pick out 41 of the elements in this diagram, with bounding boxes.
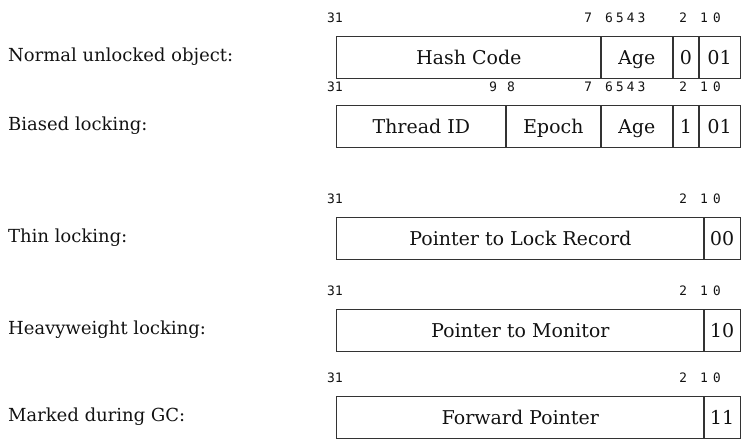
bit-number: 7 [584, 11, 592, 26]
bit-field: 01 [698, 36, 741, 79]
bit-number: 8 [507, 80, 515, 95]
bit-field: 0 [672, 36, 700, 79]
bit-number: 31 [327, 371, 343, 386]
bit-field: 11 [703, 396, 741, 439]
bit-field: Hash Code [336, 36, 602, 79]
bit-field: 1 [672, 105, 700, 148]
bit-number: 10 [700, 11, 726, 26]
bit-number: 7 [584, 80, 592, 95]
bit-number: 31 [327, 192, 343, 207]
bit-number: 10 [700, 80, 726, 95]
bit-number: 10 [700, 284, 726, 299]
bit-number: 10 [700, 371, 726, 386]
bit-number: 2 [679, 192, 687, 207]
bit-field: Pointer to Lock Record [336, 217, 704, 260]
bit-field: 10 [703, 309, 741, 352]
bit-field: Forward Pointer [336, 396, 704, 439]
bit-field: Pointer to Monitor [336, 309, 704, 352]
bit-number: 2 [679, 80, 687, 95]
bit-field: Age [600, 105, 674, 148]
bit-field: Age [600, 36, 674, 79]
bit-number: 6543 [605, 80, 648, 95]
bit-number: 2 [679, 371, 687, 386]
row-label: Marked during GC: [8, 405, 186, 426]
bit-number: 6543 [605, 11, 648, 26]
bit-number: 2 [679, 284, 687, 299]
bit-number: 31 [327, 284, 343, 299]
bit-number: 10 [700, 192, 726, 207]
bit-field: Epoch [505, 105, 602, 148]
row-label: Heavyweight locking: [8, 318, 206, 339]
bit-field: 00 [703, 217, 741, 260]
bit-number: 2 [679, 11, 687, 26]
row-label: Thin locking: [8, 226, 128, 247]
bit-number: 31 [327, 11, 343, 26]
bit-number: 31 [327, 80, 343, 95]
bit-number: 9 [489, 80, 497, 95]
row-label: Biased locking: [8, 114, 148, 135]
row-label: Normal unlocked object: [8, 45, 234, 66]
bit-field: Thread ID [336, 105, 506, 148]
bit-field: 01 [698, 105, 741, 148]
